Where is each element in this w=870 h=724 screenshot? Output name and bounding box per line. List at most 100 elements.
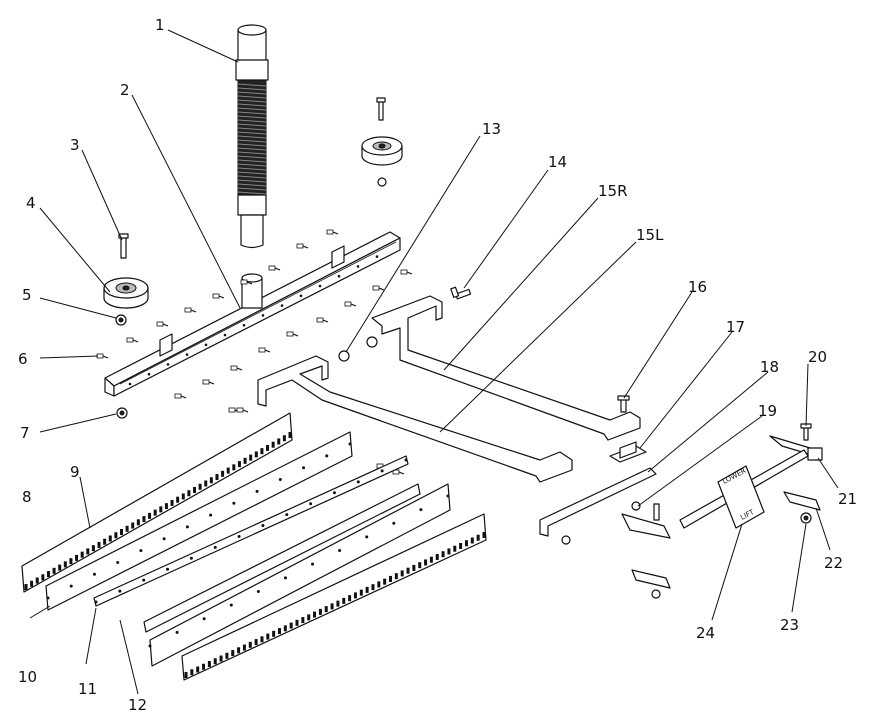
comb-tooth bbox=[142, 516, 146, 523]
comb-tooth bbox=[164, 503, 168, 510]
small-bolt bbox=[268, 265, 276, 271]
hose-rib bbox=[237, 143, 267, 147]
strip-hole bbox=[116, 560, 120, 564]
comb-tooth bbox=[254, 639, 258, 646]
small-bolt-shank bbox=[322, 319, 329, 323]
small-bolt bbox=[372, 285, 380, 291]
comb-tooth bbox=[148, 512, 152, 519]
comb-tooth bbox=[30, 580, 34, 587]
comb-tooth bbox=[406, 567, 410, 574]
hose-rib bbox=[237, 183, 267, 187]
strip-hole bbox=[162, 537, 166, 541]
hose-rib bbox=[237, 171, 267, 175]
hose-rib bbox=[237, 127, 267, 131]
bar-hole bbox=[280, 304, 284, 307]
comb-tooth bbox=[58, 564, 62, 571]
comb-tooth bbox=[464, 540, 468, 547]
comb-tooth bbox=[313, 611, 317, 618]
comb-tooth bbox=[307, 614, 311, 621]
small-bolt bbox=[236, 407, 244, 413]
comb-tooth bbox=[52, 567, 56, 574]
comb-tooth bbox=[435, 553, 439, 560]
part-16-bolt bbox=[617, 395, 630, 413]
comb-tooth bbox=[371, 584, 375, 591]
comb-tooth bbox=[184, 672, 188, 678]
strip-hole bbox=[118, 589, 122, 593]
comb-tooth bbox=[231, 650, 235, 657]
strip-hole bbox=[92, 572, 96, 576]
lower-small-plate bbox=[631, 569, 671, 599]
hose-rib bbox=[237, 179, 267, 183]
strip-hole bbox=[365, 535, 369, 539]
hose-rib bbox=[237, 83, 267, 87]
comb-tooth bbox=[482, 532, 486, 538]
hose-rib bbox=[237, 167, 267, 171]
callout-labels: 1 2 3 4 5 6 7 8 9 10 11 12 13 14 15R 15L… bbox=[18, 16, 857, 714]
comb-tooth bbox=[24, 584, 28, 590]
small-bolt bbox=[286, 331, 294, 337]
small-bolt-shank bbox=[246, 281, 253, 285]
comb-tooth bbox=[69, 558, 73, 565]
callout-4: 4 bbox=[26, 194, 36, 212]
comb-tooth bbox=[365, 586, 369, 593]
callout-6: 6 bbox=[18, 350, 28, 368]
small-bolt-shank bbox=[332, 231, 339, 235]
small-bolt bbox=[156, 321, 164, 327]
callout-10: 10 bbox=[18, 668, 37, 686]
part-5-nut bbox=[115, 314, 127, 326]
comb-tooth bbox=[336, 600, 340, 607]
comb-tooth bbox=[204, 480, 208, 487]
strip-hole bbox=[166, 567, 170, 571]
bar-hole bbox=[261, 314, 265, 317]
small-bolt bbox=[326, 229, 334, 235]
strip-hole bbox=[309, 502, 313, 506]
comb-tooth bbox=[400, 570, 404, 577]
comb-tooth bbox=[330, 603, 334, 610]
comb-tooth bbox=[277, 628, 281, 635]
comb-tooth bbox=[91, 545, 95, 552]
small-bolt-shank bbox=[274, 267, 281, 271]
comb-tooth bbox=[35, 577, 39, 584]
comb-tooth bbox=[209, 477, 213, 484]
callout-14: 14 bbox=[548, 153, 567, 171]
comb-tooth bbox=[288, 432, 292, 438]
callout-2: 2 bbox=[120, 81, 130, 99]
part-17-bracket bbox=[609, 441, 647, 463]
comb-tooth bbox=[207, 661, 211, 668]
part-7-nut bbox=[116, 407, 128, 419]
small-bolts bbox=[96, 229, 413, 475]
small-bolt bbox=[202, 379, 210, 385]
part-13-nut bbox=[338, 336, 378, 362]
comb-tooth bbox=[272, 630, 276, 637]
part-21-bracket bbox=[769, 435, 823, 461]
comb-tooth bbox=[476, 534, 480, 541]
strip-hole bbox=[175, 630, 179, 634]
small-bolt-shank bbox=[180, 395, 187, 399]
comb-tooth bbox=[377, 581, 381, 588]
small-bolt bbox=[400, 269, 408, 275]
lower-comb-strip bbox=[181, 513, 487, 681]
small-bolt-shank bbox=[208, 381, 215, 385]
comb-tooth bbox=[176, 496, 180, 503]
part-20-bolt bbox=[800, 423, 812, 441]
strip-hole bbox=[446, 494, 450, 498]
comb-tooth bbox=[289, 622, 293, 629]
strip-hole bbox=[185, 525, 189, 529]
comb-tooth bbox=[277, 438, 281, 445]
comb-tooth bbox=[221, 470, 225, 477]
hose-rib bbox=[237, 119, 267, 123]
hose-rib bbox=[237, 99, 267, 103]
callout-9: 9 bbox=[70, 463, 80, 481]
hose-rib bbox=[237, 163, 267, 167]
strip-hole bbox=[69, 584, 73, 588]
comb-tooth bbox=[119, 529, 123, 536]
comb-tooth bbox=[389, 575, 393, 582]
comb-tooth bbox=[193, 486, 197, 493]
small-bolt bbox=[174, 393, 182, 399]
comb-tooth bbox=[301, 617, 305, 624]
strip-hole bbox=[332, 491, 336, 495]
comb-tooth bbox=[260, 636, 264, 643]
comb-tooth bbox=[108, 535, 112, 542]
comb-tooth bbox=[187, 490, 191, 497]
